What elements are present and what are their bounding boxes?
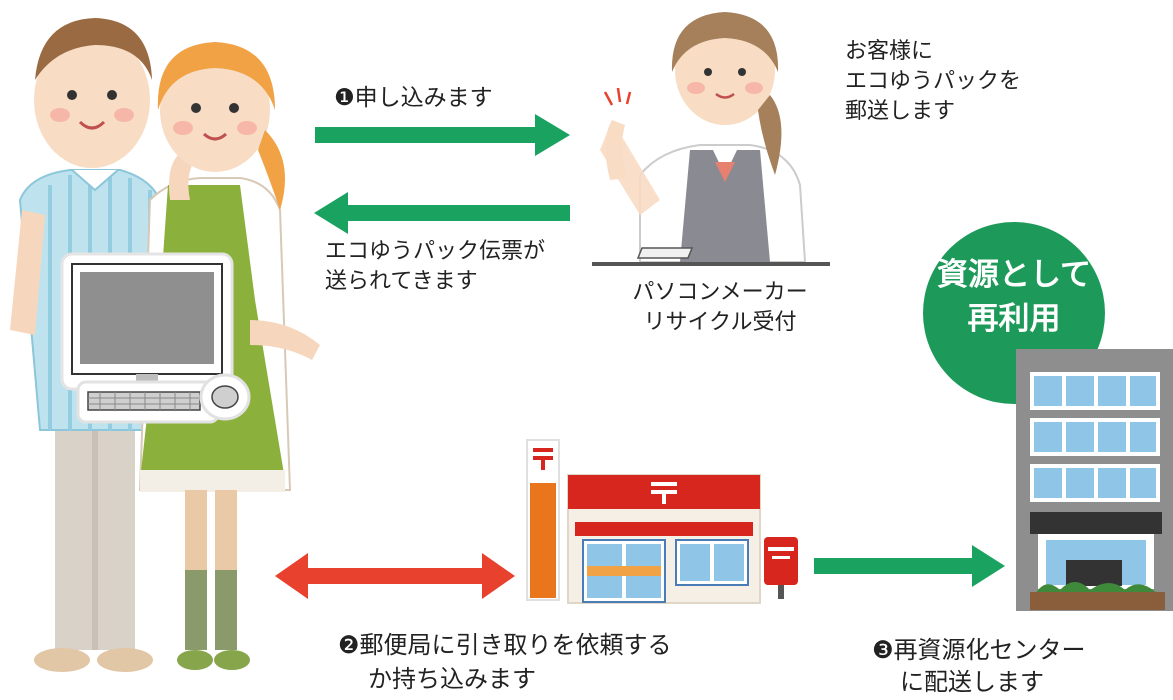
recycle-badge-line1: 資源として — [936, 257, 1092, 293]
recycling-center-building — [1016, 349, 1173, 611]
mailing-note: お客様に エコゆうパックを 郵送します — [845, 37, 1021, 127]
post-office-illustration — [526, 439, 798, 604]
reply-arrow — [314, 192, 570, 234]
delivery-step-line2: に配送します — [900, 668, 1044, 696]
post-office-step-line1: ❷郵便局に引き取りを依頼する — [338, 631, 672, 659]
maker-reception-label: パソコンメーカー リサイクル受付 — [600, 278, 840, 338]
maker-reception-line2: リサイクル受付 — [643, 310, 797, 335]
receptionist-illustration — [592, 12, 830, 266]
mailing-note-line2: エコゆうパックを — [845, 69, 1022, 94]
reply-caption-line2: 送られてきます — [325, 269, 478, 294]
mailing-note-line1: お客様に — [845, 39, 934, 64]
mailing-note-line3: 郵送します — [845, 99, 956, 124]
keyboard-icon — [76, 380, 220, 424]
apply-arrow — [315, 114, 570, 156]
recycle-badge-label: 資源として 再利用 — [924, 253, 1104, 341]
maker-reception-line1: パソコンメーカー — [632, 280, 808, 305]
computer-monitor-icon — [60, 252, 234, 394]
post-office-two-way-arrow — [275, 553, 515, 599]
reply-caption-line1: エコゆうパック伝票が — [325, 239, 546, 264]
post-office-step-label: ❷郵便局に引き取りを依頼する か持ち込みます — [338, 628, 672, 696]
recycle-badge-line2: 再利用 — [967, 301, 1061, 337]
delivery-step-line1: ❸再資源化センター — [872, 636, 1086, 664]
post-office-step-line2: か持ち込みます — [368, 665, 536, 693]
delivery-step-label: ❸再資源化センター に配送します — [872, 634, 1086, 698]
reply-caption: エコゆうパック伝票が 送られてきます — [325, 237, 545, 297]
mouse-icon — [199, 373, 251, 421]
apply-step-label: ❶申し込みます — [334, 85, 493, 111]
delivery-arrow — [814, 545, 1005, 587]
